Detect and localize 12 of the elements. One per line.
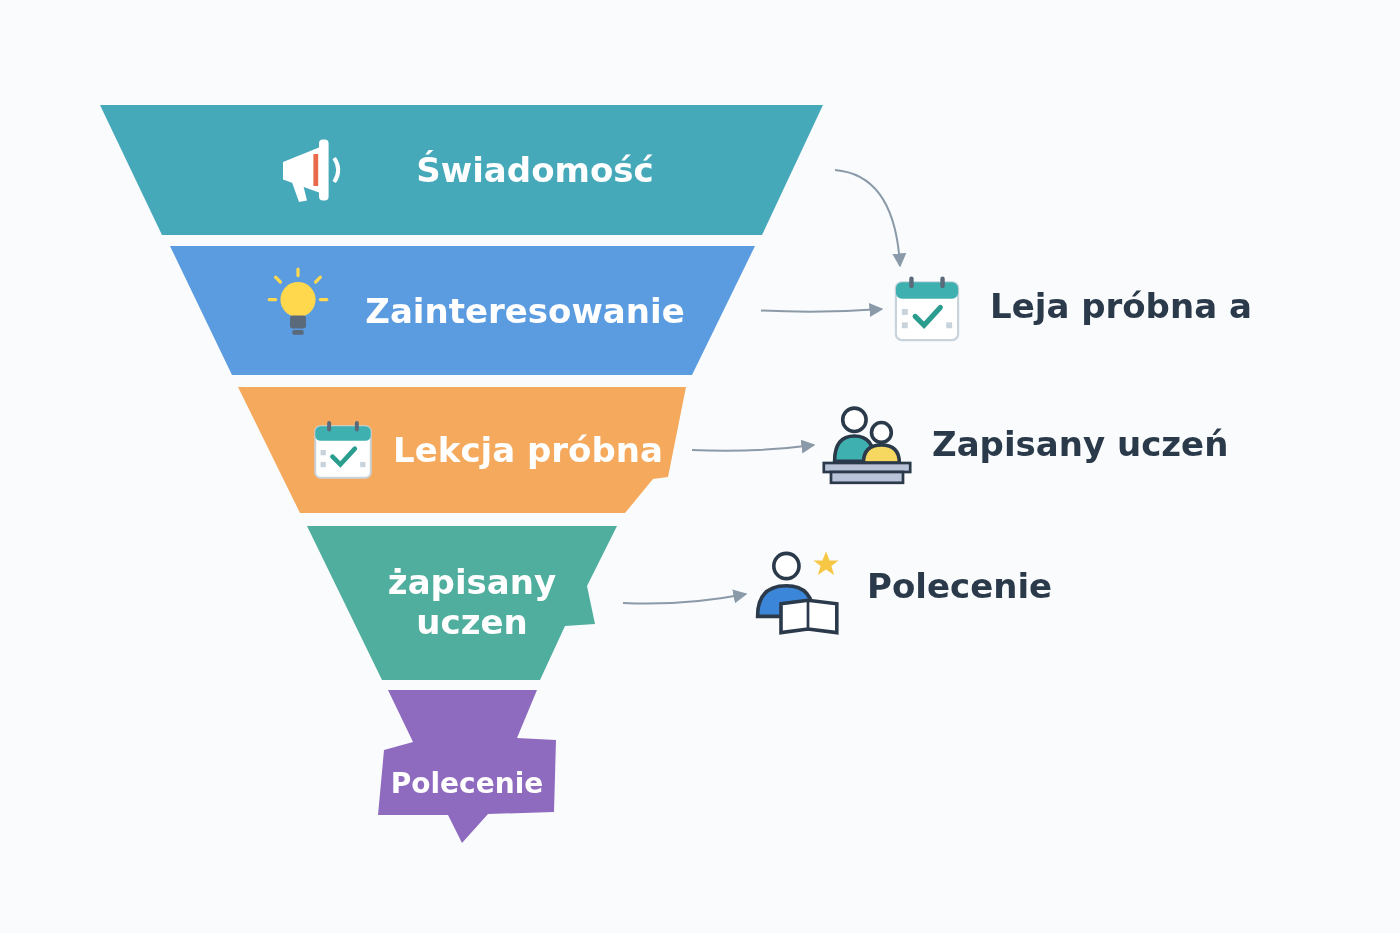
arrow (691, 439, 816, 454)
arrow (760, 302, 884, 317)
outcome-label: Zapisany uczeń (932, 424, 1229, 464)
outcome-label: Leja próbna a (990, 286, 1252, 326)
arrow (834, 169, 906, 268)
stage-label: Lekcja próbna (392, 430, 664, 470)
stage-label: Zainteresowanie (364, 291, 686, 331)
stage-label: żapisany uczen (386, 562, 558, 642)
outcome-label: Polecenie (867, 566, 1053, 606)
stage-label: Polecenie (389, 766, 545, 802)
arrow (622, 589, 748, 605)
stage-label: Świadomość (415, 150, 655, 190)
